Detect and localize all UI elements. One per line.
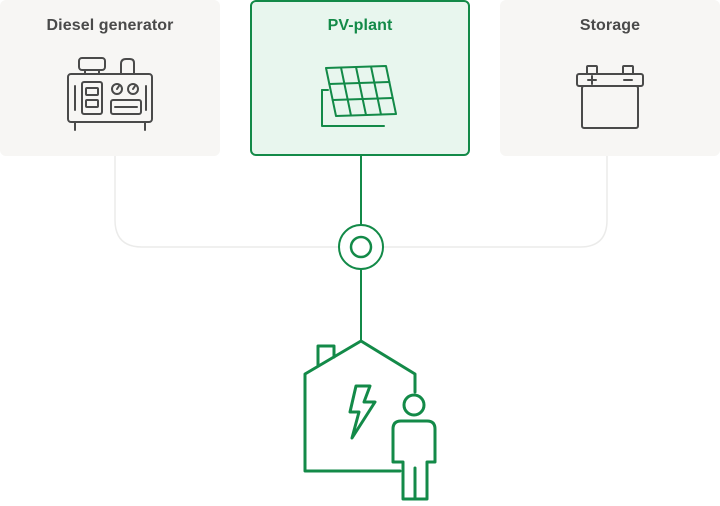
house-with-person-icon: [303, 339, 437, 501]
source-card-storage[interactable]: Storage: [500, 0, 720, 156]
person-head: [402, 393, 426, 417]
source-label: PV-plant: [327, 17, 393, 34]
switch-node[interactable]: [338, 224, 384, 270]
house-outline: [303, 339, 417, 473]
chimney: [316, 344, 336, 368]
source-label: Diesel generator: [46, 17, 174, 34]
source-label: Storage: [579, 17, 641, 34]
lightning-bolt-icon: [348, 384, 377, 440]
source-card-pv-plant[interactable]: PV-plant: [250, 0, 470, 156]
battery-icon: [576, 65, 644, 129]
diesel-generator-icon: [67, 57, 153, 131]
person-body: [391, 419, 437, 501]
solar-panel-icon: [321, 65, 397, 127]
source-card-diesel-generator[interactable]: Diesel generator: [0, 0, 220, 156]
